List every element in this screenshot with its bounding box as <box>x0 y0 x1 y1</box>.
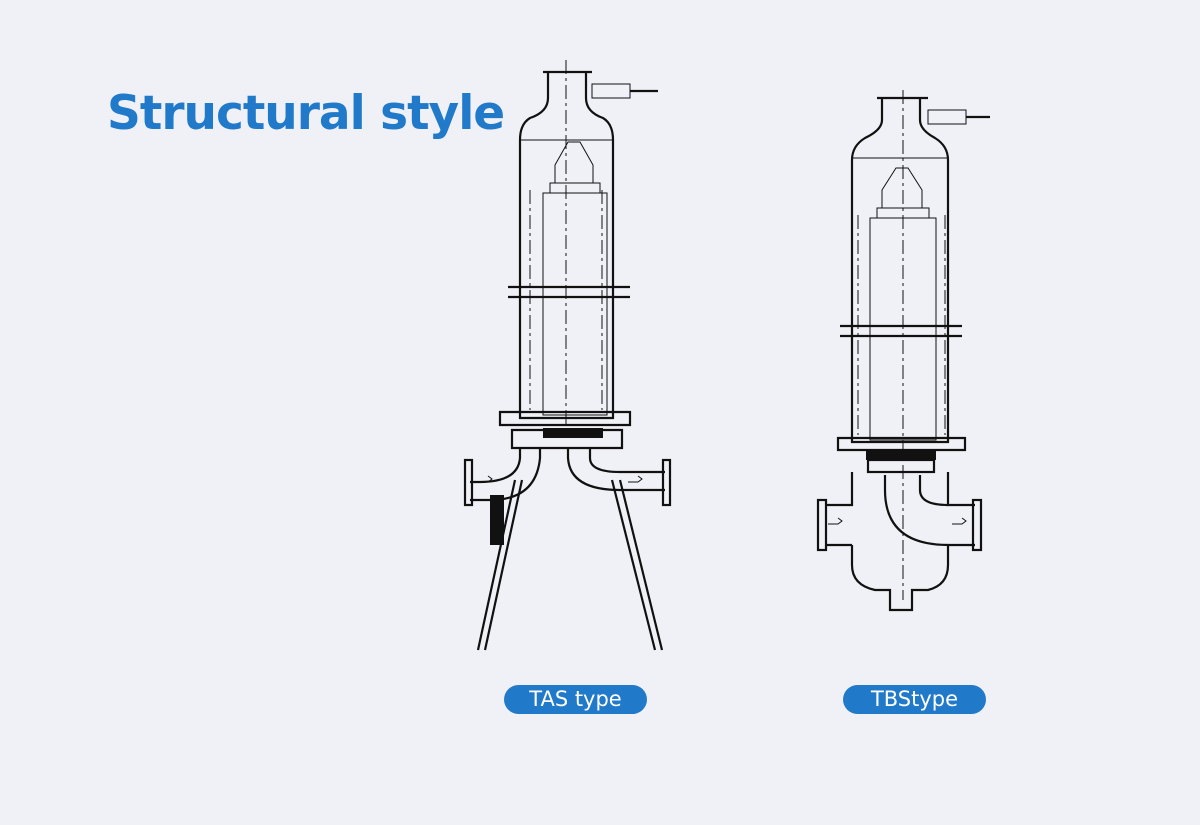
tas-filter-housing <box>463 60 672 651</box>
page-title: Structural style <box>107 86 505 141</box>
tbs-type-label: TBStype <box>843 685 986 714</box>
tbs-filter-housing <box>816 90 990 612</box>
tas-type-label: TAS type <box>504 685 647 714</box>
